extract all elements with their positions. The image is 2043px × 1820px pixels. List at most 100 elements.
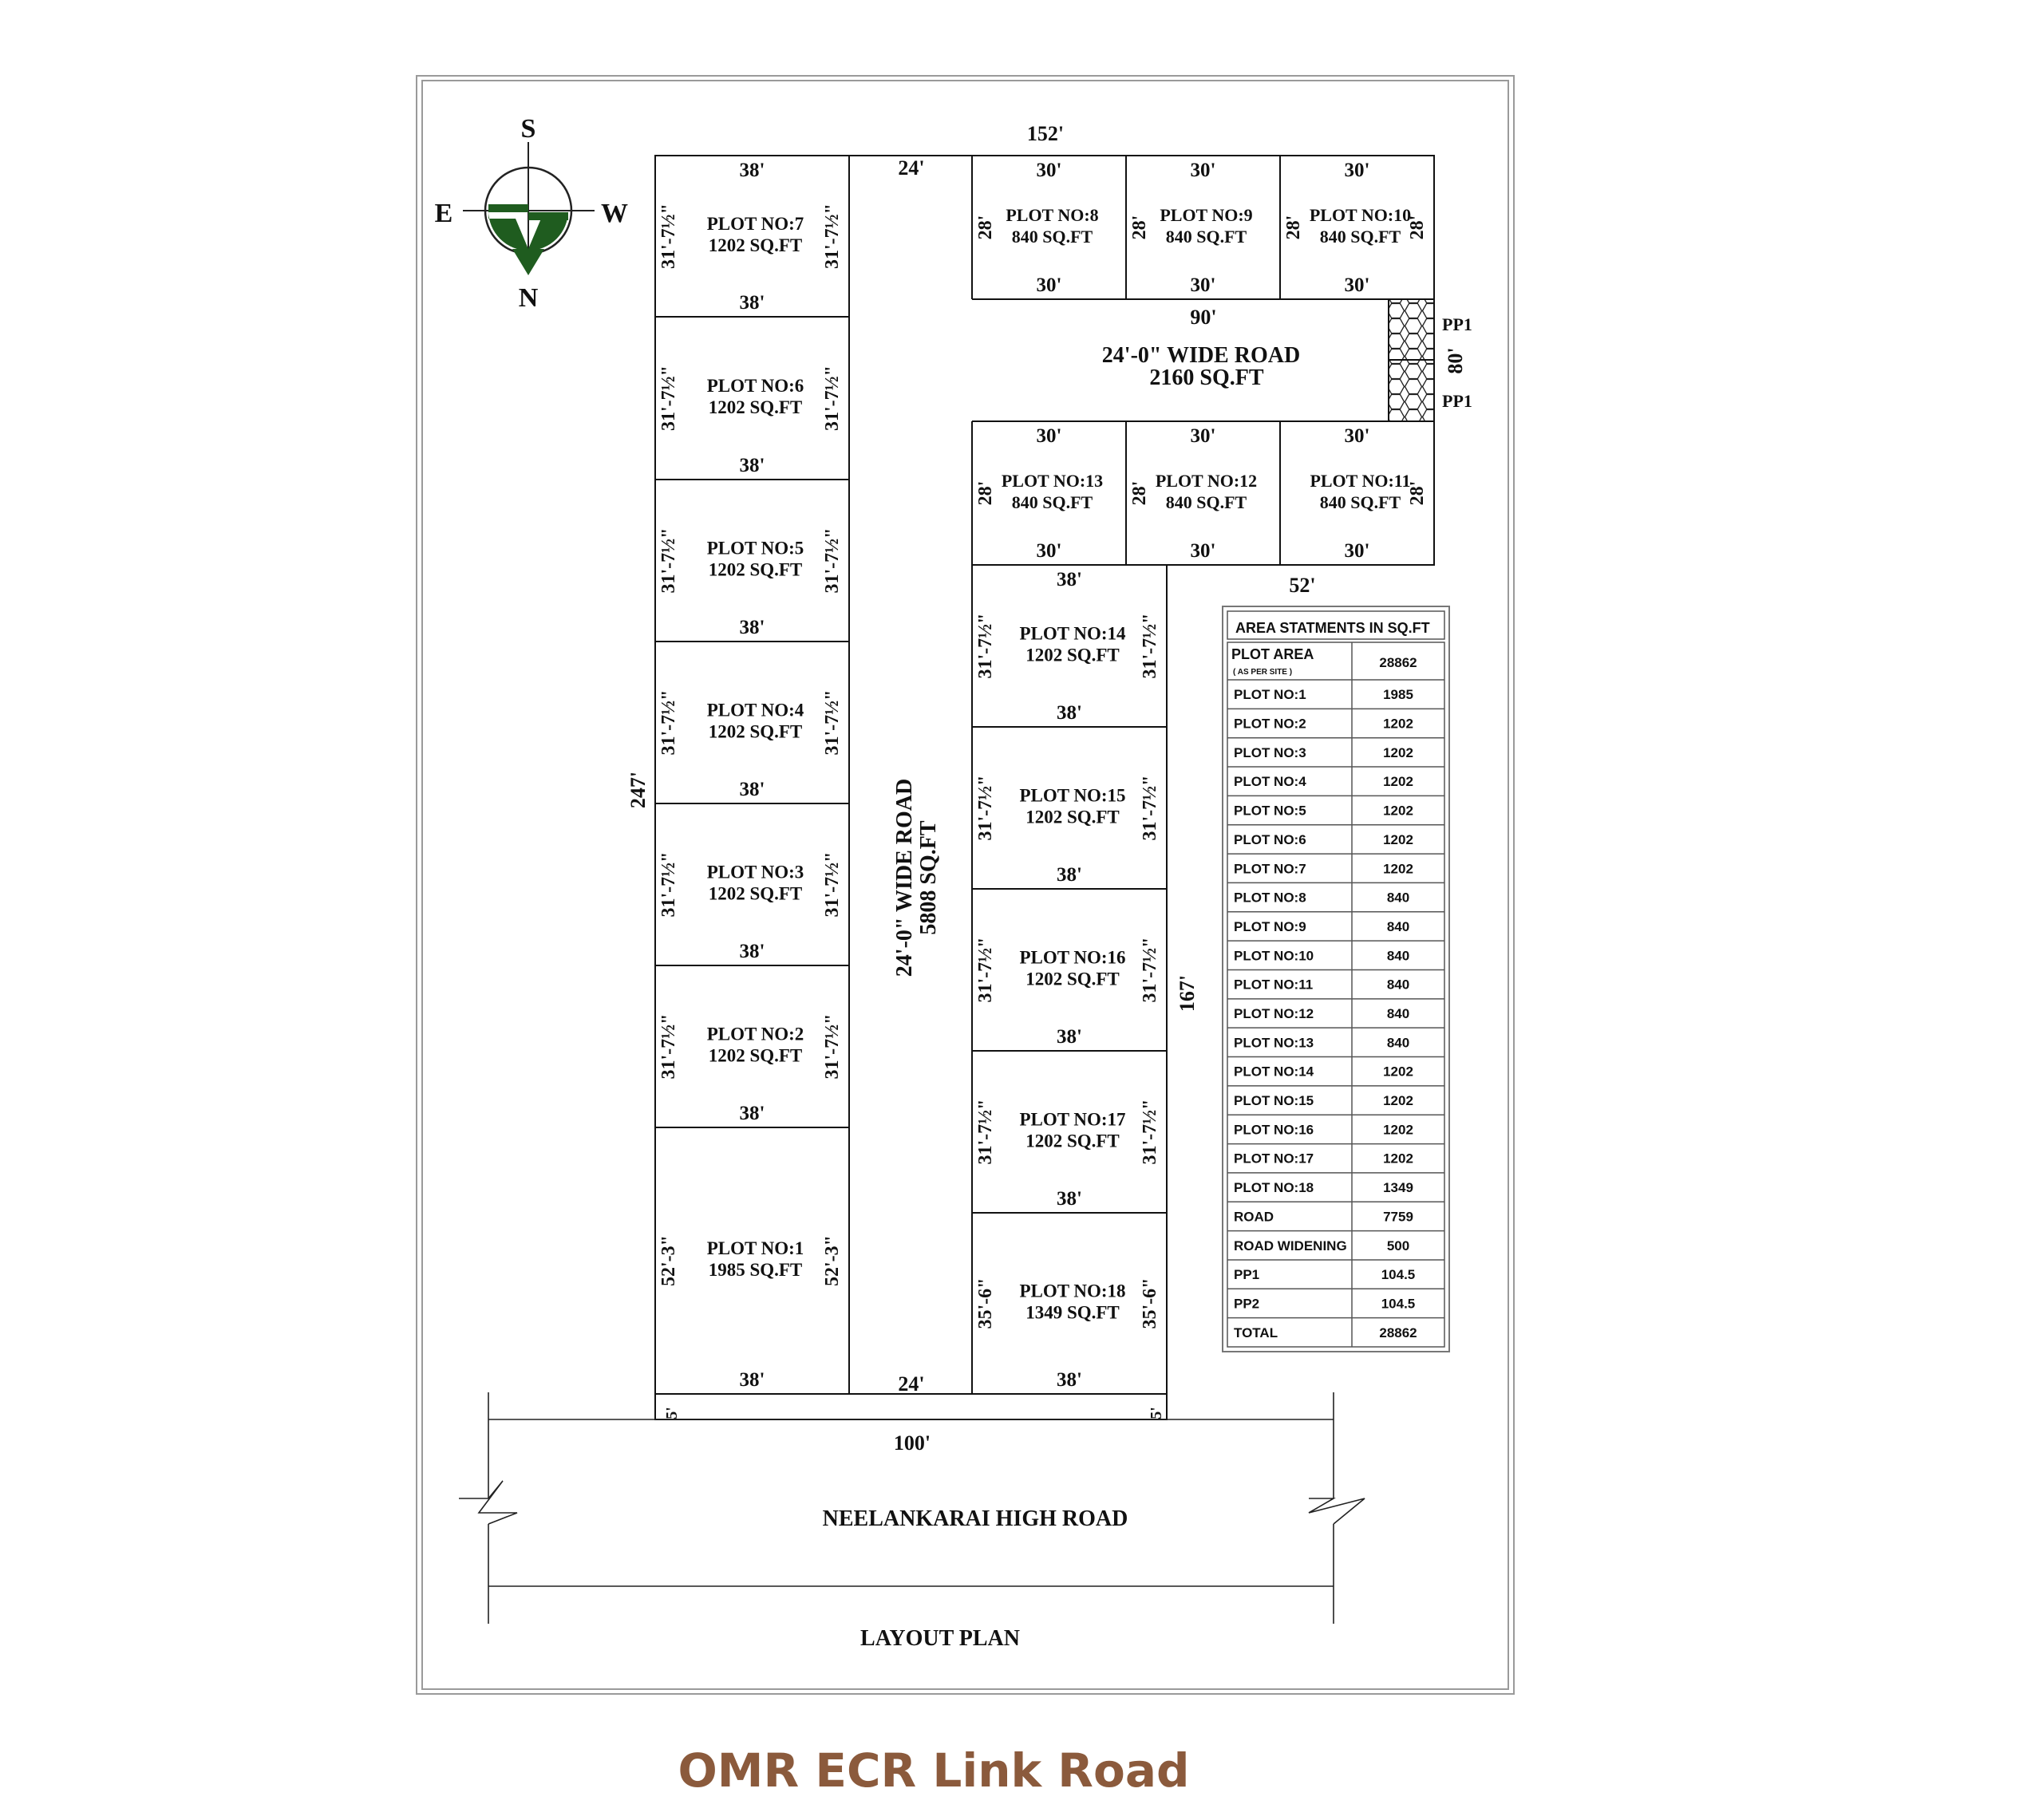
plot-18-dim-bottom: 38' — [1057, 1369, 1082, 1391]
compass-left-label: E — [435, 199, 453, 228]
area-table-row-label: ROAD — [1234, 1209, 1274, 1224]
compass-top-label: S — [521, 114, 536, 144]
plot-7-name: PLOT NO:7 — [707, 214, 804, 234]
plot-5-dim-left: 31'-7½" — [658, 528, 679, 594]
plot-16-dim-right: 31'-7½" — [1140, 938, 1160, 1003]
plot-15-dim-left: 31'-7½" — [975, 776, 996, 841]
area-table-row-value: 7759 — [1383, 1209, 1413, 1224]
plot-13-name: PLOT NO:13 — [1002, 471, 1103, 491]
plot-5-dim-bottom: 38' — [740, 617, 765, 638]
area-table-row-label: PLOT NO:9 — [1234, 919, 1306, 934]
plot-9-dim-bottom: 30' — [1191, 274, 1216, 296]
dim-left-total: 247' — [626, 772, 650, 808]
area-table-row-label: TOTAL — [1234, 1325, 1278, 1340]
area-table-row-label: PLOT NO:5 — [1234, 803, 1306, 819]
area-table-row-value: 1202 — [1383, 803, 1413, 819]
dim-bottom-total: 100' — [894, 1431, 931, 1455]
plot-8-dim-left: 28' — [975, 215, 996, 240]
plot-2-area: 1202 SQ.FT — [709, 1046, 803, 1066]
dim-cross-road-length: 90' — [1190, 306, 1216, 329]
plot-3-name: PLOT NO:3 — [707, 863, 804, 882]
area-table-row-value: 840 — [1387, 977, 1409, 993]
area-table-row-value: 1985 — [1383, 687, 1413, 702]
area-table-row-value: 840 — [1387, 948, 1409, 963]
plot-16-dim-bottom: 38' — [1057, 1026, 1082, 1048]
area-table-row-label: PLOT NO:11 — [1234, 977, 1313, 993]
plot-13-area: 840 SQ.FT — [1012, 492, 1093, 512]
plot-9-area: 840 SQ.FT — [1166, 227, 1247, 247]
plot-15-dim-bottom: 38' — [1057, 864, 1082, 886]
plot-11-area: 840 SQ.FT — [1320, 492, 1401, 512]
area-table-row-label: PLOT NO:2 — [1234, 717, 1306, 732]
caption: OMR ECR Link Road — [678, 1743, 1190, 1798]
plot-16-name: PLOT NO:16 — [1019, 948, 1125, 968]
area-table-row-value: 840 — [1387, 1035, 1409, 1050]
area-table-row-label: PLOT NO:13 — [1234, 1035, 1314, 1050]
plot-16-area: 1202 SQ.FT — [1025, 969, 1120, 989]
plot-10-dim-top: 30' — [1345, 160, 1370, 181]
plot-10-dim-right: 28' — [1407, 215, 1428, 240]
plot-15-dim-right: 31'-7½" — [1140, 776, 1160, 841]
area-table-row-value: 1202 — [1383, 1093, 1413, 1108]
area-table-header-value: 28862 — [1379, 655, 1417, 670]
plot-10-dim-left: 28' — [1283, 215, 1304, 240]
dim-right-inner: 167' — [1176, 975, 1199, 1012]
area-table-header-sublabel: ( AS PER SITE ) — [1233, 668, 1292, 677]
plot-7-dim-top: 38' — [740, 160, 765, 181]
plot-1-name: PLOT NO:1 — [707, 1238, 804, 1258]
plot-6-area: 1202 SQ.FT — [709, 397, 803, 417]
plot-13-dim-left: 28' — [975, 481, 996, 506]
dim-road-top-width: 24' — [898, 156, 924, 180]
dim-setback-right: 5' — [1148, 1407, 1165, 1419]
plot-7-dim-right: 31'-7½" — [822, 203, 843, 269]
dim-road-bottom-width: 24' — [898, 1372, 924, 1396]
compass-right-label: W — [601, 199, 628, 228]
plot-5-name: PLOT NO:5 — [707, 539, 804, 559]
plot-11-name: PLOT NO:11 — [1310, 471, 1410, 491]
area-table-row-label: PLOT NO:14 — [1234, 1064, 1314, 1080]
plot-2-name: PLOT NO:2 — [707, 1024, 804, 1044]
area-table-row-value: 1202 — [1383, 717, 1413, 732]
area-table-row-value: 840 — [1387, 890, 1409, 906]
area-table-row-label: PLOT NO:15 — [1234, 1093, 1314, 1108]
plot-3-dim-right: 31'-7½" — [822, 852, 843, 918]
dim-pp-height: 80' — [1444, 347, 1467, 373]
area-table-row-label: PLOT NO:10 — [1234, 948, 1314, 963]
plot-8-dim-bottom: 30' — [1037, 274, 1062, 296]
plot-6-dim-left: 31'-7½" — [658, 365, 679, 431]
plot-5-dim-right: 31'-7½" — [822, 528, 843, 594]
area-table-row-label: PLOT NO:6 — [1234, 832, 1306, 847]
plot-12-area: 840 SQ.FT — [1166, 492, 1247, 512]
plot-17-dim-right: 31'-7½" — [1140, 1100, 1160, 1165]
plot-12-dim-left: 28' — [1129, 481, 1150, 506]
plot-1-dim-bottom: 38' — [740, 1369, 765, 1391]
plot-3-dim-bottom: 38' — [740, 941, 765, 962]
plot-7-dim-left: 31'-7½" — [658, 203, 679, 269]
area-table-row-label: PP2 — [1234, 1296, 1259, 1311]
plot-1-area: 1985 SQ.FT — [709, 1260, 803, 1280]
pp-label-bottom: PP1 — [1442, 391, 1472, 411]
plot-13-dim-bottom: 30' — [1037, 540, 1062, 562]
plot-8-area: 840 SQ.FT — [1012, 227, 1093, 247]
inner-frame — [421, 80, 1509, 1690]
plot-2-dim-bottom: 38' — [740, 1103, 765, 1124]
cross-road-name: 24'-0" WIDE ROAD — [1102, 343, 1300, 368]
area-table-row-label: PP1 — [1234, 1267, 1259, 1282]
plot-10-area: 840 SQ.FT — [1320, 227, 1401, 247]
plot-4-dim-bottom: 38' — [740, 779, 765, 800]
plot-3-dim-left: 31'-7½" — [658, 852, 679, 918]
high-road-outline — [459, 1392, 1365, 1624]
compass-icon — [463, 142, 595, 275]
dim-right-step: 52' — [1289, 574, 1315, 597]
area-table-row-label: ROAD WIDENING — [1234, 1238, 1347, 1253]
plot-18-dim-left: 35'-6" — [975, 1278, 996, 1329]
plot-2-dim-right: 31'-7½" — [822, 1014, 843, 1080]
plot-14-name: PLOT NO:14 — [1019, 624, 1126, 644]
plot-17-area: 1202 SQ.FT — [1025, 1131, 1120, 1151]
area-table-row-label: PLOT NO:1 — [1234, 687, 1306, 702]
area-table-row-value: 500 — [1387, 1238, 1409, 1253]
main-road-area: 5808 SQ.FT — [916, 820, 941, 934]
plot-4-name: PLOT NO:4 — [707, 701, 804, 720]
plot-6-dim-bottom: 38' — [740, 455, 765, 476]
